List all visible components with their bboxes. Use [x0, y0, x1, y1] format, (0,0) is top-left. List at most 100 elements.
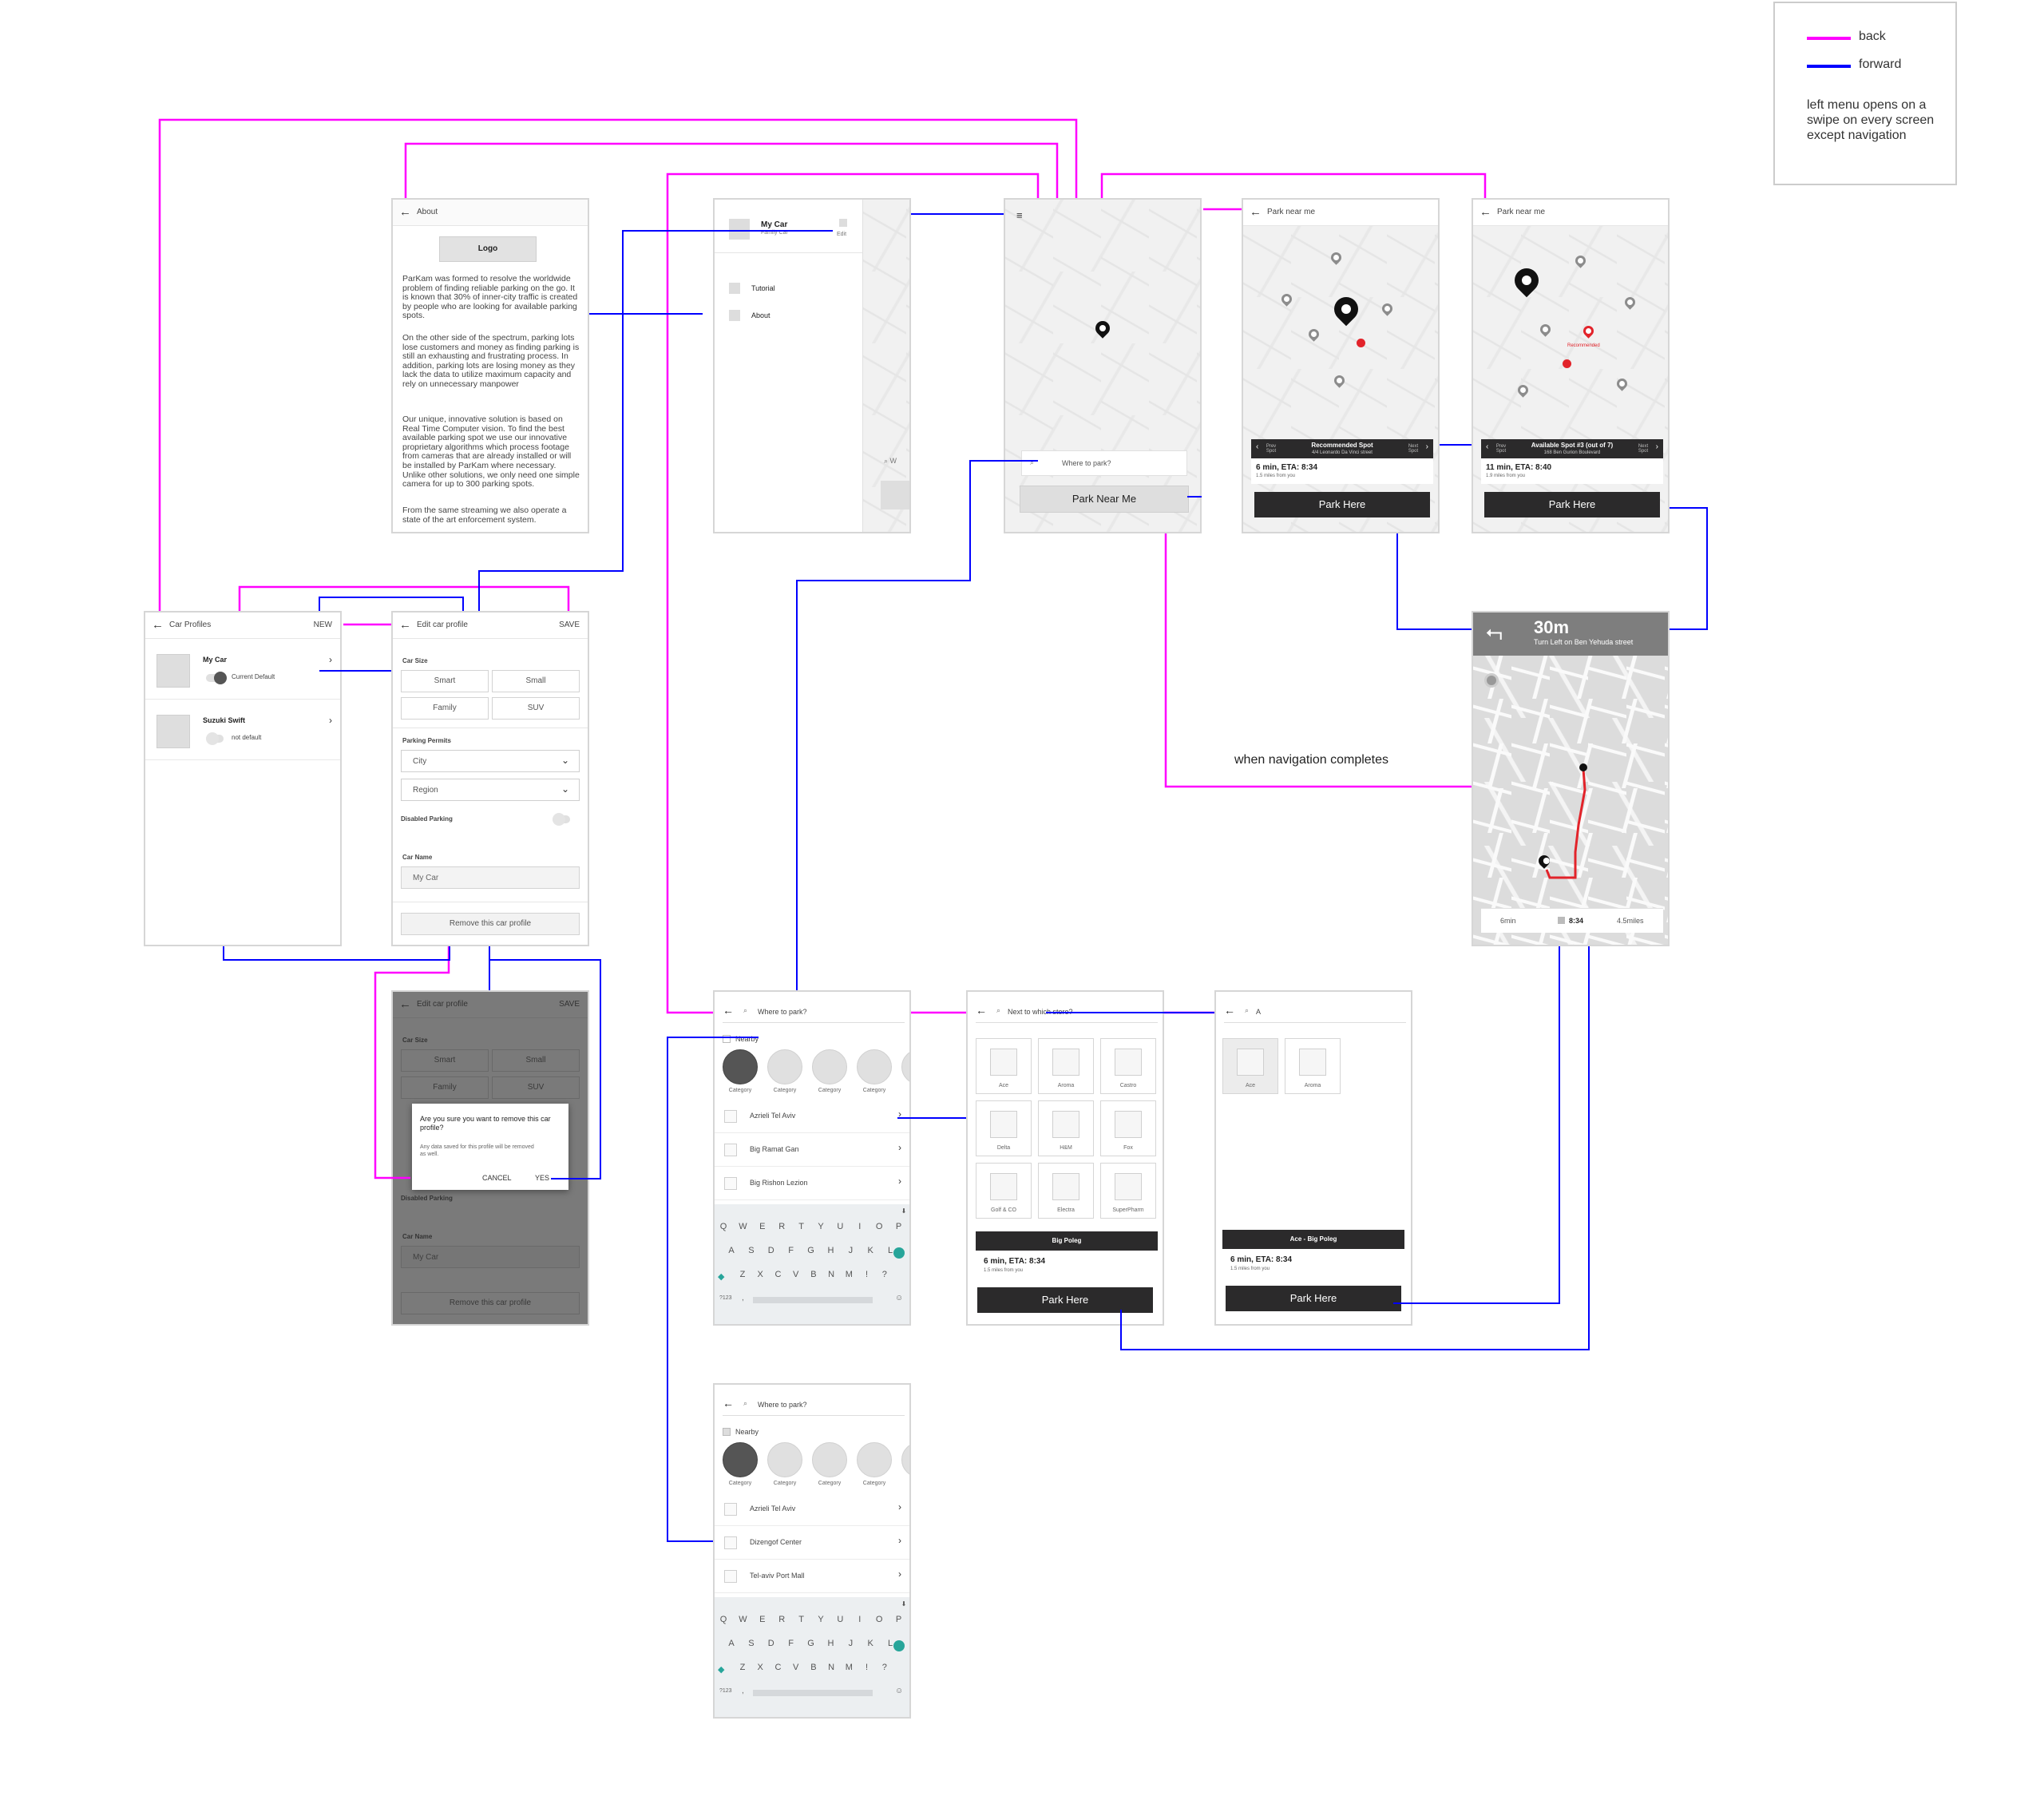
- search-bar[interactable]: ← ⌕ Where to park?: [723, 1393, 905, 1416]
- list-item[interactable]: Dizengof Center›: [715, 1527, 909, 1560]
- menu-item-tutorial[interactable]: Tutorial: [751, 284, 775, 292]
- key[interactable]: E: [759, 1222, 766, 1231]
- back-arrow-icon[interactable]: ←: [723, 1397, 734, 1409]
- key[interactable]: G: [807, 1639, 814, 1648]
- key[interactable]: V: [792, 1663, 799, 1672]
- store-tile[interactable]: Golf & CO: [976, 1163, 1032, 1219]
- key[interactable]: D: [767, 1246, 774, 1255]
- key[interactable]: L: [888, 1639, 893, 1648]
- store-tile[interactable]: Ace: [1222, 1038, 1278, 1094]
- back-arrow-icon[interactable]: ←: [1480, 205, 1491, 219]
- park-here-button[interactable]: Park Here: [1254, 492, 1430, 517]
- key[interactable]: A: [728, 1639, 735, 1648]
- key[interactable]: M: [845, 1270, 853, 1279]
- size-option-suv[interactable]: SUV: [492, 697, 580, 720]
- key[interactable]: I: [858, 1222, 862, 1231]
- key[interactable]: O: [875, 1615, 883, 1624]
- map[interactable]: [1005, 200, 1200, 532]
- key[interactable]: ?: [881, 1270, 887, 1279]
- key[interactable]: W: [739, 1222, 747, 1231]
- nearby-checkbox[interactable]: [723, 1428, 731, 1436]
- nearby-checkbox[interactable]: [723, 1035, 731, 1043]
- key[interactable]: H: [827, 1639, 834, 1648]
- map[interactable]: [1473, 225, 1668, 532]
- back-arrow-icon[interactable]: ←: [1250, 205, 1262, 219]
- next-spot-chevron-icon[interactable]: ›: [1425, 442, 1428, 451]
- car-profile-row[interactable]: Suzuki Swift not default ›: [145, 699, 340, 760]
- category-button[interactable]: [812, 1049, 847, 1084]
- park-here-button[interactable]: Park Here: [1226, 1286, 1401, 1311]
- key[interactable]: P: [895, 1615, 902, 1624]
- key[interactable]: X: [757, 1270, 763, 1279]
- key[interactable]: B: [810, 1663, 817, 1672]
- key[interactable]: S: [748, 1246, 755, 1255]
- default-toggle[interactable]: [206, 732, 224, 745]
- store-tile[interactable]: SuperPharm: [1100, 1163, 1156, 1219]
- key[interactable]: J: [848, 1246, 854, 1255]
- cancel-button[interactable]: CANCEL: [482, 1174, 512, 1182]
- store-tile[interactable]: Ace: [976, 1038, 1032, 1094]
- hamburger-menu-icon[interactable]: ≡: [1016, 209, 1023, 221]
- default-toggle[interactable]: [206, 672, 227, 684]
- category-button[interactable]: [901, 1049, 909, 1084]
- city-select[interactable]: City⌄: [401, 750, 580, 772]
- menu-item-about[interactable]: About: [751, 311, 770, 319]
- key[interactable]: Q: [719, 1615, 727, 1624]
- yes-button[interactable]: YES: [535, 1174, 550, 1182]
- space-bar[interactable]: [753, 1690, 873, 1696]
- key[interactable]: M: [845, 1663, 853, 1672]
- edit-icon[interactable]: [839, 219, 847, 227]
- region-select[interactable]: Region⌄: [401, 779, 580, 801]
- key[interactable]: U: [837, 1615, 844, 1624]
- key[interactable]: O: [875, 1222, 883, 1231]
- category-button[interactable]: [812, 1442, 847, 1477]
- back-arrow-icon[interactable]: ←: [723, 1004, 734, 1017]
- remove-car-profile-button[interactable]: Remove this car profile: [401, 913, 580, 935]
- next-spot-chevron-icon[interactable]: ›: [1655, 442, 1658, 451]
- key[interactable]: N: [828, 1270, 835, 1279]
- list-item[interactable]: Azrieli Tel Aviv›: [715, 1100, 909, 1133]
- disabled-parking-toggle[interactable]: [553, 813, 570, 826]
- key[interactable]: I: [858, 1615, 862, 1624]
- key[interactable]: V: [792, 1270, 799, 1279]
- key[interactable]: Y: [818, 1615, 824, 1624]
- key[interactable]: F: [788, 1246, 794, 1255]
- size-option-small[interactable]: Small: [492, 670, 580, 692]
- car-profile-row[interactable]: My Car Current Default ›: [145, 638, 340, 700]
- key[interactable]: T: [798, 1615, 804, 1624]
- category-button[interactable]: [723, 1442, 758, 1477]
- key[interactable]: Z: [739, 1663, 746, 1672]
- list-item[interactable]: Tel-aviv Port Mall›: [715, 1560, 909, 1593]
- key[interactable]: A: [728, 1246, 735, 1255]
- key[interactable]: Q: [719, 1222, 727, 1231]
- menu-edit-label[interactable]: Edit: [837, 232, 847, 237]
- back-arrow-icon[interactable]: ←: [399, 205, 411, 219]
- category-button[interactable]: [857, 1442, 892, 1477]
- enter-key[interactable]: [893, 1247, 905, 1259]
- back-arrow-icon[interactable]: ←: [976, 1004, 987, 1017]
- park-here-button[interactable]: Park Here: [977, 1287, 1153, 1313]
- key[interactable]: C: [774, 1663, 782, 1672]
- key[interactable]: ?: [881, 1663, 887, 1672]
- key[interactable]: R: [778, 1615, 786, 1624]
- enter-key[interactable]: [893, 1640, 905, 1651]
- key[interactable]: !: [866, 1663, 869, 1672]
- category-button[interactable]: [767, 1442, 802, 1477]
- key[interactable]: U: [837, 1222, 844, 1231]
- list-item[interactable]: Azrieli Tel Aviv›: [715, 1493, 909, 1526]
- search-input[interactable]: ⌕ Where to park?: [1021, 450, 1187, 476]
- size-option-smart[interactable]: Smart: [401, 670, 489, 692]
- save-button[interactable]: SAVE: [559, 620, 580, 629]
- store-tile[interactable]: Aroma: [1038, 1038, 1094, 1094]
- key[interactable]: P: [895, 1222, 902, 1231]
- key[interactable]: N: [828, 1663, 835, 1672]
- key[interactable]: K: [867, 1639, 873, 1648]
- key[interactable]: S: [748, 1639, 755, 1648]
- space-bar[interactable]: [753, 1297, 873, 1303]
- store-tile[interactable]: Electra: [1038, 1163, 1094, 1219]
- search-bar[interactable]: ← ⌕ Next to which store?: [976, 1000, 1158, 1023]
- key[interactable]: T: [798, 1222, 804, 1231]
- store-tile[interactable]: Aroma: [1285, 1038, 1341, 1094]
